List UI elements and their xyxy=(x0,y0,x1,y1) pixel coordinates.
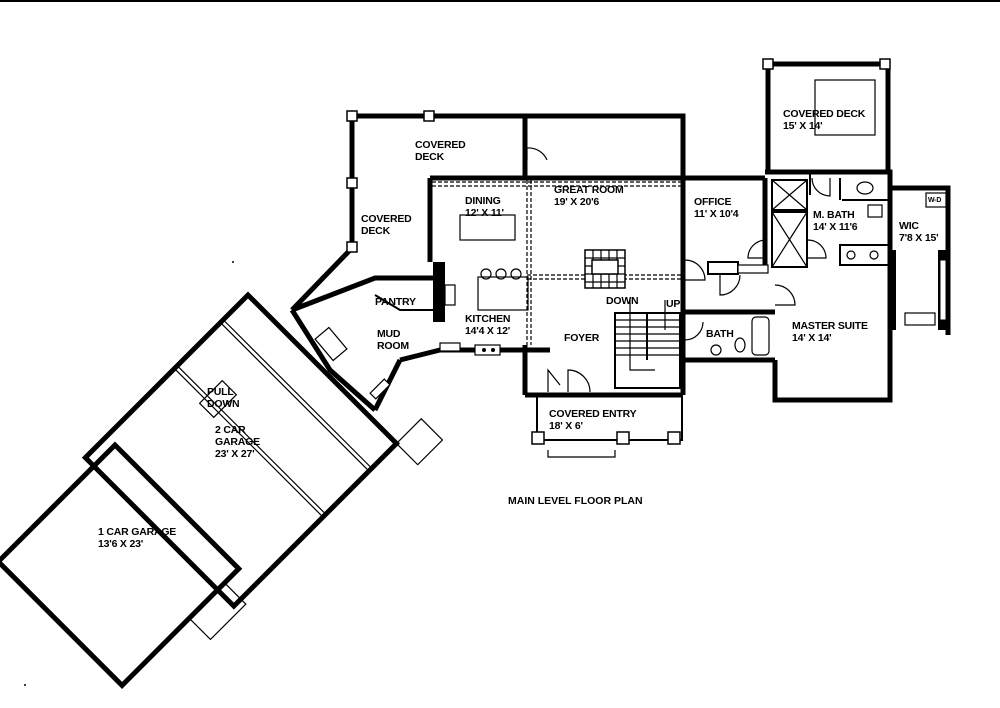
room-label-covered-deck-top: COVERED DECK xyxy=(415,139,466,163)
foyer-doors xyxy=(526,147,591,393)
pantry-walls xyxy=(291,275,433,313)
kitchen-island xyxy=(477,268,529,311)
room-label-bath: BATH xyxy=(706,328,734,340)
room-label-master-bath: M. BATH 14' X 11'6 xyxy=(813,209,858,233)
room-label-master-suite: MASTER SUITE 14' X 14' xyxy=(792,320,868,344)
mud-room-walls xyxy=(289,308,403,412)
garage-2car xyxy=(81,291,444,610)
room-label-mud-room: MUD ROOM xyxy=(377,328,409,352)
garage-1car xyxy=(0,441,247,689)
room-label-foyer: FOYER xyxy=(564,332,600,344)
stairs-down-label: DOWN xyxy=(606,295,639,307)
room-label-dining: DINING 12' X 11' xyxy=(465,195,504,219)
room-label-2-car-garage: 2 CAR GARAGE 23' X 27' xyxy=(215,424,260,460)
kitchen-range xyxy=(433,262,456,322)
wic-fixtures xyxy=(888,192,948,330)
pull-down-label: PULL DOWN xyxy=(207,386,240,410)
office-doors xyxy=(684,239,796,306)
room-label-covered-entry: COVERED ENTRY 18' X 6' xyxy=(549,408,637,432)
fireplace xyxy=(584,249,626,289)
bath-fixtures xyxy=(683,309,775,356)
stairs xyxy=(614,300,681,389)
room-label-1-car-garage: 1 CAR GARAGE 13'6 X 23' xyxy=(98,526,177,550)
top-border-line xyxy=(0,0,1000,2)
pull-down-hatch xyxy=(198,379,238,419)
main-house-walls xyxy=(399,113,951,403)
kitchen-counter xyxy=(439,342,501,356)
room-label-kitchen: KITCHEN 14'4 X 12' xyxy=(465,313,511,337)
plan-title: MAIN LEVEL FLOOR PLAN xyxy=(508,495,643,507)
stairs-up-label: UP xyxy=(666,298,681,310)
room-label-master-covered-deck: COVERED DECK 15' X 14' xyxy=(783,108,866,132)
room-label-pantry: PANTRY xyxy=(375,296,416,308)
master-covered-deck xyxy=(762,58,891,172)
washer-dryer-label: W-D xyxy=(928,197,942,204)
master-bath-fixtures xyxy=(771,173,891,268)
covered-entry xyxy=(531,395,683,458)
room-label-covered-deck-left: COVERED DECK xyxy=(361,213,412,237)
dining-table xyxy=(459,214,516,241)
room-label-office: OFFICE 11' X 10'4 xyxy=(694,196,739,220)
room-label-great-room: GREAT ROOM 19' X 20'6 xyxy=(554,184,624,208)
room-label-wic: WIC 7'8 X 15' xyxy=(899,220,939,244)
